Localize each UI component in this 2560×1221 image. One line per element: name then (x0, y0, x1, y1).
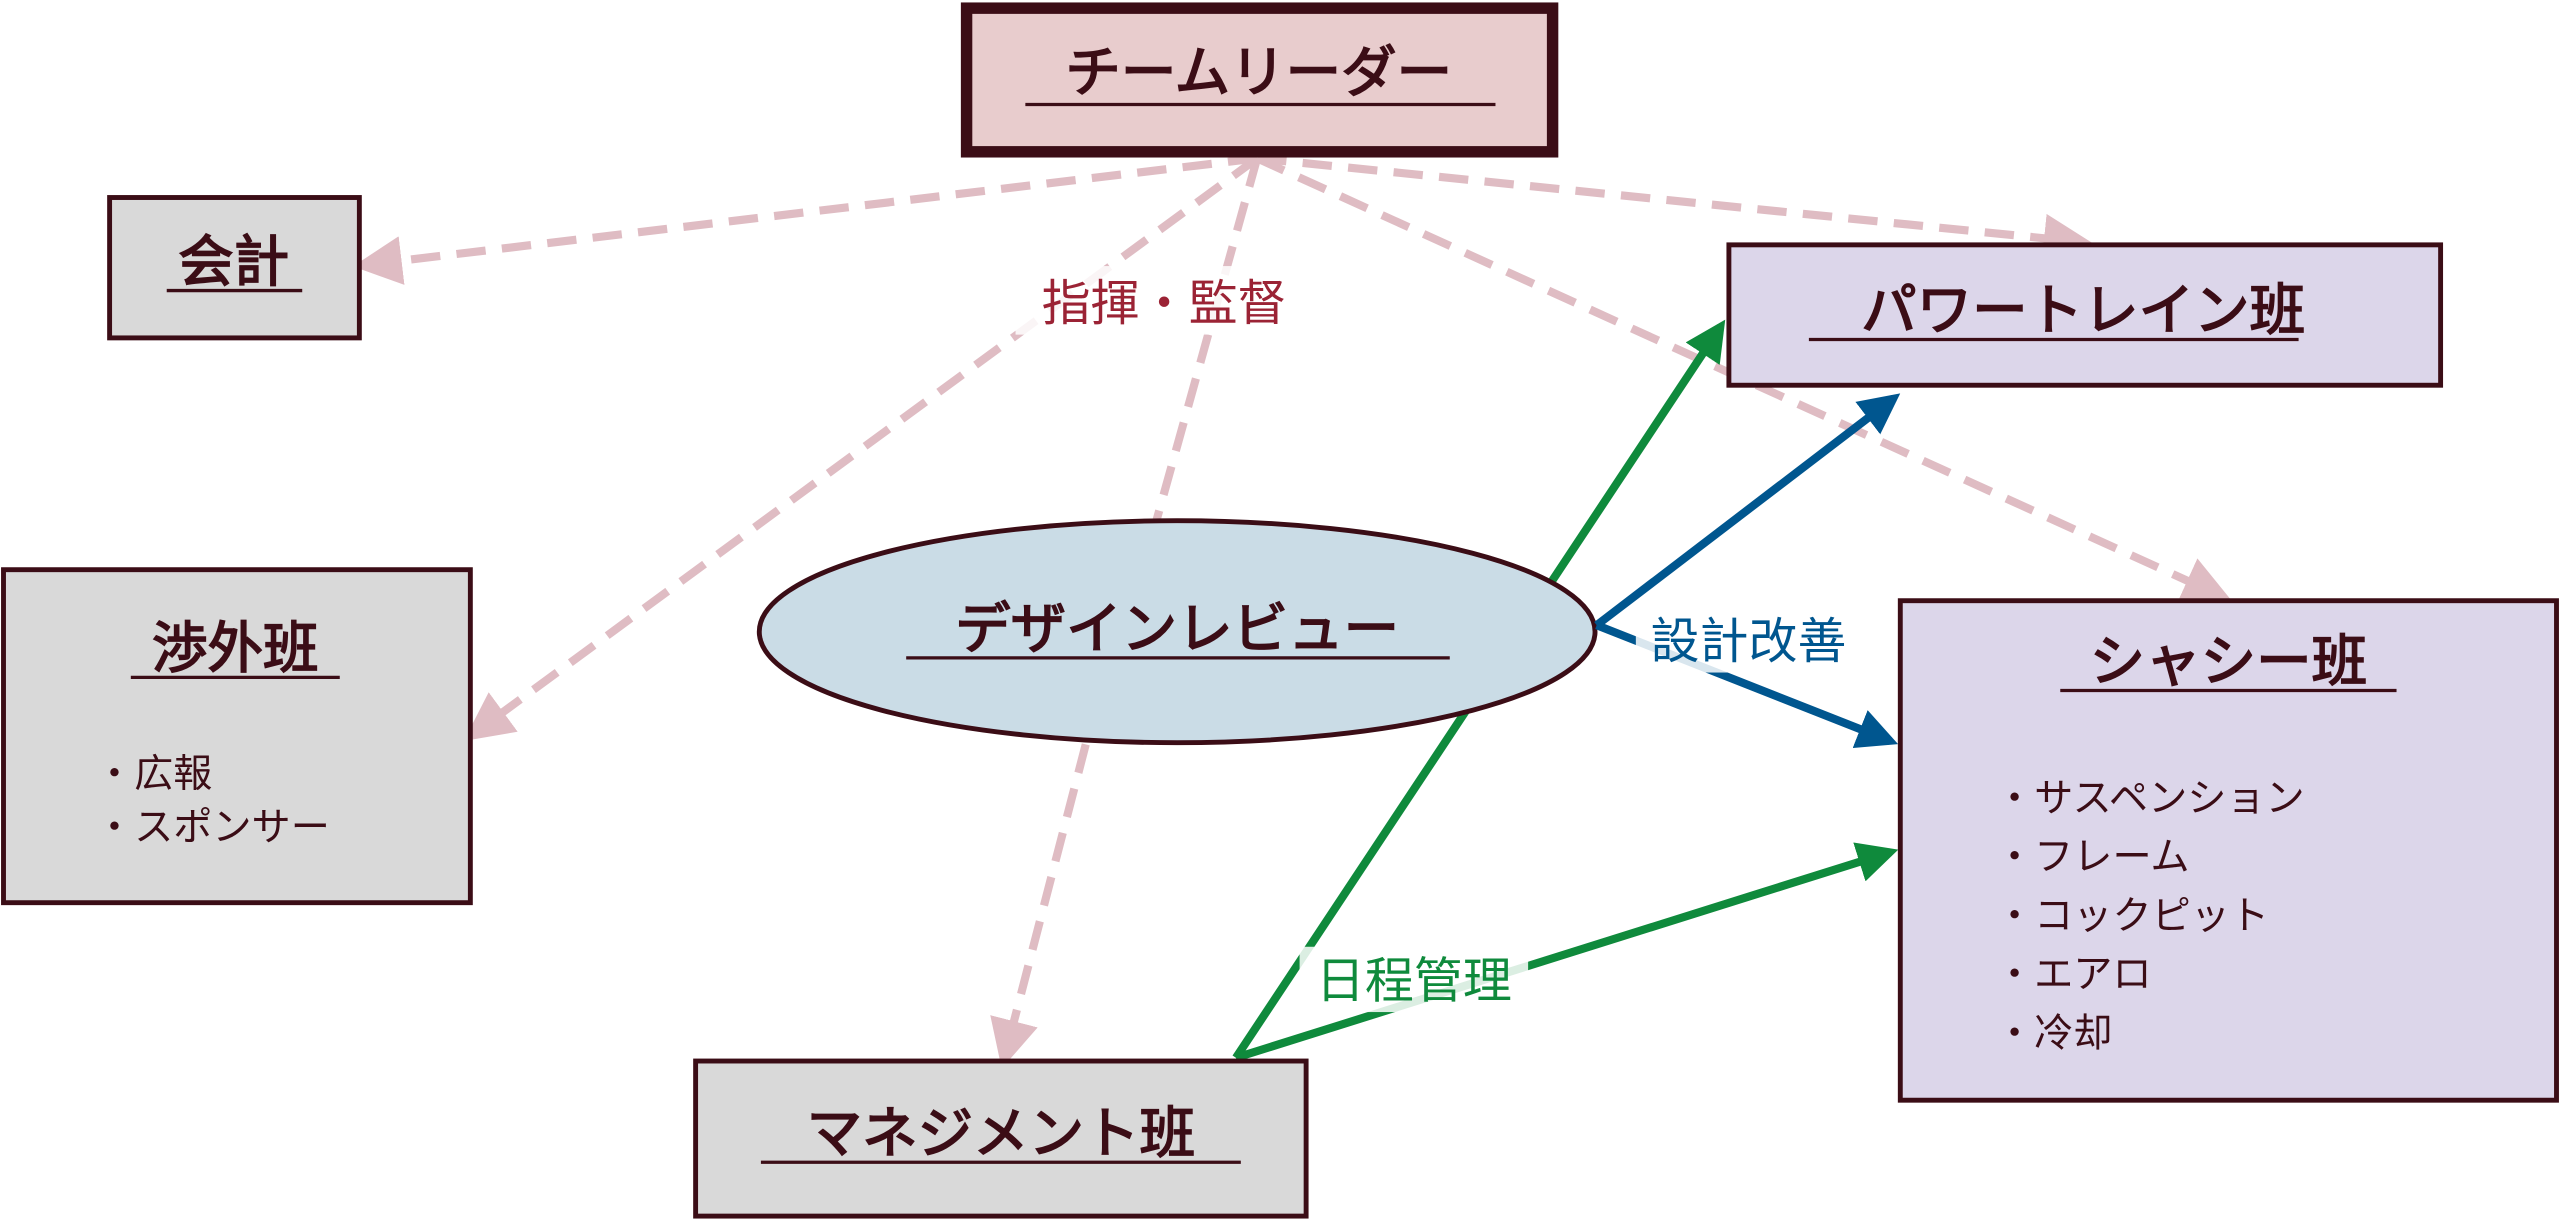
leader-title: チームリーダー (1065, 40, 1452, 105)
leader-node: チームリーダー (960, 2, 1559, 158)
label-design-improve: 設計改善 (1651, 613, 1847, 670)
chassis-item: ・冷却 (1995, 1011, 2112, 1056)
arrow-leader-review (1152, 157, 1262, 524)
arrow-management-chassis (1234, 842, 1899, 1062)
label-supervise: 指揮・監督 (1042, 275, 1287, 332)
arrow-leader-accounting (352, 154, 1258, 285)
external-title: 渉外班 (152, 617, 319, 682)
accounting-node: 会計 (107, 195, 362, 341)
chassis-node: シャシー班 ・サスペンション ・フレーム ・コックピット ・エアロ ・冷却 (1897, 598, 2559, 1103)
external-node: 渉外班 ・広報 ・スポンサー (1, 567, 473, 906)
chassis-item: ・サスペンション (1995, 776, 2305, 821)
arrow-leader-powertrain (1256, 154, 2093, 263)
arrow-review-management (990, 743, 1090, 1069)
chassis-item: ・エアロ (1995, 953, 2152, 998)
design-review-node: デザインレビュー (756, 518, 1598, 746)
arrow-leader-external (463, 155, 1260, 741)
chassis-title: シャシー班 (2090, 630, 2368, 695)
arrow-review-powertrain (1594, 393, 1901, 629)
label-schedule: 日程管理 (1316, 952, 1512, 1009)
management-title: マネジメント班 (807, 1101, 1196, 1166)
accounting-title: 会計 (178, 230, 289, 295)
external-item: ・広報 (95, 752, 212, 797)
design-review-title: デザインレビュー (955, 597, 1399, 662)
chassis-item: ・コックピット (1995, 894, 2269, 939)
external-item: ・スポンサー (95, 806, 330, 851)
powertrain-title: パワートレイン班 (1861, 279, 2305, 344)
powertrain-node: パワートレイン班 (1726, 242, 2444, 388)
management-node: マネジメント班 (693, 1058, 1309, 1219)
chassis-item: ・フレーム (1995, 835, 2190, 880)
